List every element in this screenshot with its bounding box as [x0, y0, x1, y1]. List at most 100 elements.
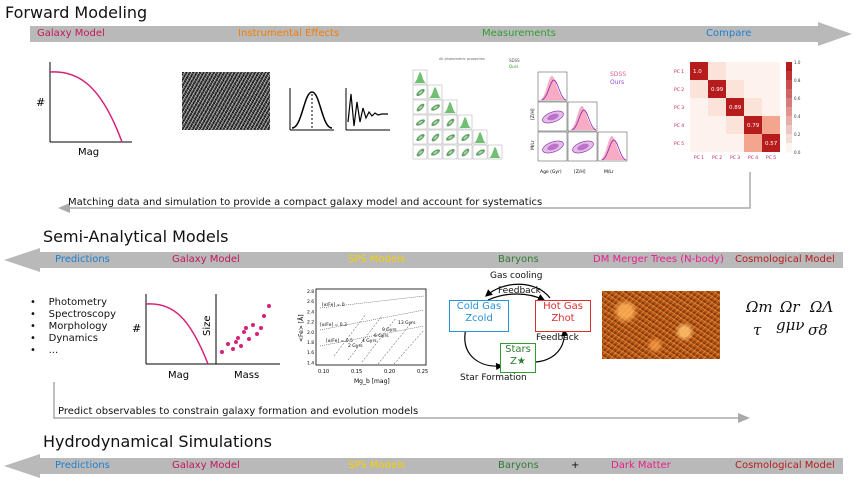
- matrix-cell: [762, 80, 780, 98]
- sps-ytick: 2.6: [307, 299, 314, 305]
- observables-item: • Photometry: [30, 297, 107, 308]
- scatter-point: [242, 330, 246, 334]
- corner2-contour-core: [547, 143, 559, 151]
- section-title-hydro: Hydrodynamical Simulations: [43, 432, 272, 451]
- lf1-xlabel: Mag: [78, 147, 99, 158]
- sps-ann-8: 2 Gyrs: [348, 343, 363, 349]
- matrix-col-label: PC 5: [766, 155, 776, 161]
- sps-ytick: 1.6: [307, 350, 314, 356]
- corner2-legend-2: Ours: [610, 79, 624, 86]
- matrix-colorbar-step: [786, 71, 792, 81]
- stars-metallicity: Z★: [510, 356, 526, 367]
- matrix-colorbar-step: [786, 143, 792, 153]
- cosmo-param-omega-lambda: ΩΛ: [810, 298, 834, 316]
- matrix-col-label: PC 3: [730, 155, 740, 161]
- corner2-contour-core: [577, 143, 589, 151]
- corner-plot-title: All photometric properties: [439, 57, 485, 61]
- matrix-row-label: PC 1: [674, 69, 684, 75]
- matrix-cell: [708, 62, 726, 80]
- corner-contour-core: [433, 105, 438, 110]
- matrix-row-label: PC 3: [674, 105, 684, 111]
- nbody-simulation-image: [602, 291, 720, 359]
- matrix-cell: [690, 62, 708, 80]
- corner2-hist-line: [541, 79, 567, 101]
- sps-xtick: 0.10: [318, 369, 329, 375]
- stars-node: Stars Z★: [500, 343, 536, 373]
- matrix-scale-label: 0.2: [794, 132, 801, 137]
- hydro-label-baryons: Baryons: [498, 460, 539, 471]
- corner2-contour-core: [547, 113, 559, 121]
- hydro-label-galaxy-model: Galaxy Model: [172, 460, 240, 471]
- matrix-cell: [726, 80, 744, 98]
- matrix-colorbar-step: [786, 107, 792, 117]
- sps-ytick: 2.0: [307, 330, 314, 336]
- forward-note: Matching data and simulation to provide …: [68, 197, 543, 208]
- cosmo-param-omega-r: Ωr: [780, 298, 800, 316]
- matrix-cell: [726, 116, 744, 134]
- sps-ylabel: <Fe> [Å]: [298, 314, 305, 342]
- scatter-point: [255, 332, 259, 336]
- sps-ytick: 1.8: [307, 340, 314, 346]
- scatter-point: [226, 342, 230, 346]
- matrix-cell: [744, 134, 762, 152]
- section-title-semi: Semi-Analytical Models: [43, 227, 229, 246]
- correlation-matrix: 1.00.990.890.790.57 PC 1PC 1PC 2PC 2PC 3…: [674, 60, 801, 161]
- luminosity-function-plot-2: # Mag: [132, 294, 218, 381]
- corner-contour-core: [448, 150, 453, 155]
- matrix-diag-value: 0.99: [711, 87, 724, 93]
- corner-plot: All photometric properties SDSS Ours: [412, 57, 520, 160]
- sps-age-line: [393, 329, 425, 365]
- baryon-cycle-arrows: [464, 283, 569, 371]
- psf-icon: [289, 88, 334, 131]
- corner-contour-core: [418, 120, 423, 125]
- corner2-legend-1: SDSS: [610, 71, 626, 78]
- scatter-point: [220, 350, 224, 354]
- corner-hist: [414, 72, 426, 83]
- sps-xlabel: Mg_b [mag]: [354, 378, 390, 385]
- hot-gas-metallicity: Zhot: [551, 313, 575, 324]
- matrix-cell: [762, 134, 780, 152]
- semi-predict-arrow: [53, 382, 750, 423]
- matrix-cell: [762, 62, 780, 80]
- corner-hist: [429, 87, 441, 98]
- corner-hist: [474, 132, 486, 143]
- scatter-point: [267, 304, 271, 308]
- scatter-point: [247, 337, 251, 341]
- forward-label-galaxy-model: Galaxy Model: [37, 28, 105, 39]
- matrix-cell: [708, 134, 726, 152]
- sps-ytick: 2.4: [307, 309, 314, 315]
- sps-age-line: [333, 313, 367, 357]
- corner-contour-core: [433, 150, 438, 155]
- corner-contour-core: [463, 150, 468, 155]
- hydro-label-predictions: Predictions: [55, 460, 110, 471]
- luminosity-function-plot-1: # Mag: [36, 62, 132, 158]
- scatter-point: [262, 314, 266, 318]
- matrix-colorbar-step: [786, 89, 792, 99]
- observables-item: • Morphology: [30, 321, 108, 332]
- scatter-point: [239, 344, 243, 348]
- sps-ytick: 1.4: [307, 360, 314, 366]
- matrix-cell: [708, 98, 726, 116]
- sps-ann-2: [α/Fe] = 0.3: [320, 322, 347, 328]
- semi-label-predictions: Predictions: [55, 254, 110, 265]
- matrix-cell: [708, 116, 726, 134]
- matrix-col-label: PC 2: [712, 155, 722, 161]
- corner2-ylabel-1: [Z/H]: [530, 108, 536, 120]
- matrix-colorbar-step: [786, 134, 792, 144]
- corner-contour-core: [418, 105, 423, 110]
- semi-label-cosmological-model: Cosmological Model: [735, 254, 835, 265]
- matrix-scale-label: 0.0: [794, 150, 801, 155]
- matrix-cell: [744, 116, 762, 134]
- matrix-colorbar-step: [786, 62, 792, 72]
- matrix-cell: [762, 116, 780, 134]
- lf2-ylabel: #: [132, 322, 141, 335]
- forward-return-arrow: [58, 172, 751, 213]
- section-title-forward: Forward Modeling: [5, 3, 148, 22]
- corner-plot-2: SDSS Ours Age (Gyr) [Z/H] M/Lr [Z/H] M/L…: [530, 71, 628, 175]
- scatter-ylabel: Size: [202, 315, 213, 336]
- cosmo-param-omega-m: Ωm: [746, 298, 773, 316]
- matrix-colorbar-step: [786, 125, 792, 135]
- matrix-colorbar-step: [786, 116, 792, 126]
- hot-gas-label: Hot Gas: [543, 301, 583, 312]
- cold-gas-node: Cold Gas Zcold: [449, 300, 509, 332]
